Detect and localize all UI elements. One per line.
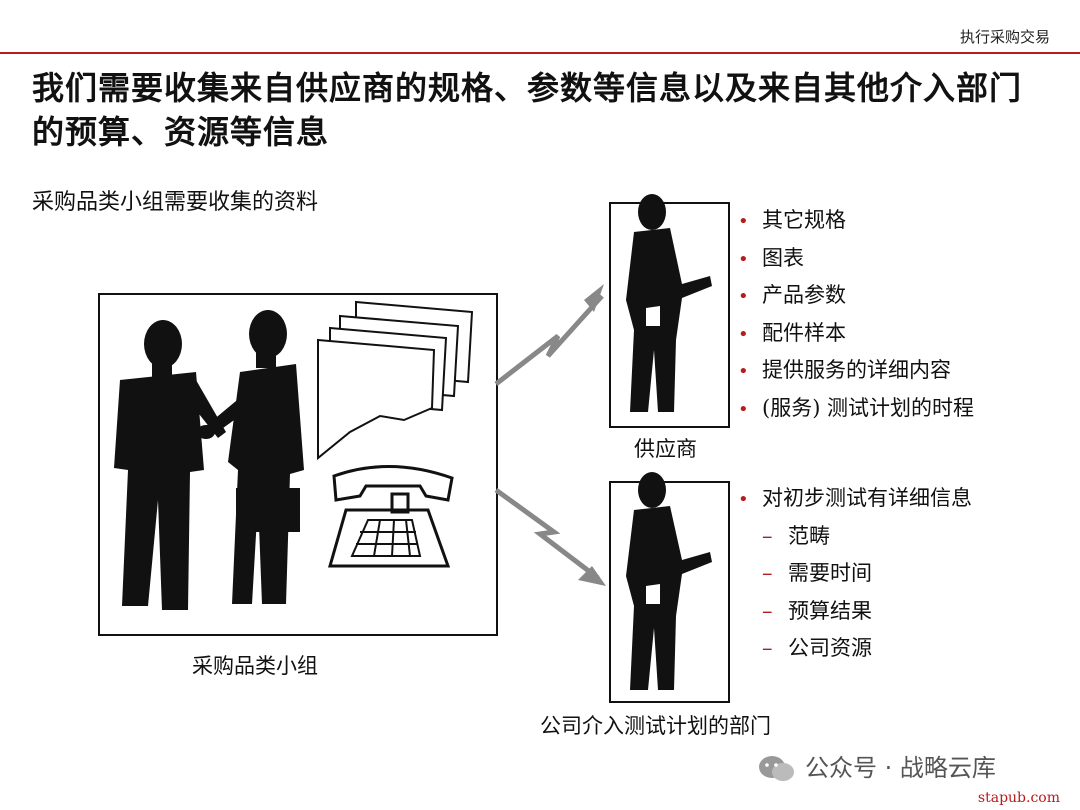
wechat-icon bbox=[759, 756, 794, 781]
list-sub-item: –需要时间 bbox=[762, 561, 872, 585]
list-sub-item: –预算结果 bbox=[762, 598, 872, 623]
list-item: •对初步测试有详细信息 bbox=[738, 486, 972, 510]
list-item: •配件样本 bbox=[738, 320, 846, 345]
group-caption: 采购品类小组 bbox=[192, 654, 318, 678]
list-sub-item: –公司资源 bbox=[762, 636, 872, 660]
page-title: 我们需要收集来自供应商的规格、参数等信息以及来自其他介入部门的预算、资源等信息 bbox=[32, 69, 1023, 151]
watermark: 公众号 · 战略云库 bbox=[757, 748, 996, 784]
department-caption: 公司介入测试计划的部门 bbox=[540, 714, 771, 738]
document-stack-icon bbox=[317, 300, 474, 461]
businessman-silhouette-icon bbox=[626, 472, 712, 690]
telephone-icon bbox=[328, 465, 454, 568]
watermark-text: 公众号 · 战略云库 bbox=[805, 754, 996, 782]
list-item: •产品参数 bbox=[738, 283, 846, 307]
footer-site: stapub.com bbox=[977, 790, 1060, 806]
lightning-arrow-icon bbox=[494, 284, 604, 386]
lightning-arrow-icon bbox=[494, 487, 606, 586]
list-item: •其它规格 bbox=[738, 208, 846, 232]
section-label: 执行采购交易 bbox=[959, 28, 1050, 46]
page-subtitle: 采购品类小组需要收集的资料 bbox=[32, 190, 319, 215]
businessman-silhouette-icon bbox=[626, 194, 712, 412]
supplier-info-list: •其它规格 •图表 •产品参数 •配件样本 •提供服务的详细内容 •(服务) 测… bbox=[738, 202, 974, 427]
businessman-silhouette-icon bbox=[114, 320, 226, 610]
briefcase-icon bbox=[236, 476, 300, 532]
businessman-silhouette-icon bbox=[197, 310, 304, 604]
department-info-list: •对初步测试有详细信息 –范畴 –需要时间 –预算结果 –公司资源 bbox=[738, 480, 972, 668]
list-item: •图表 bbox=[738, 245, 804, 270]
header-rule bbox=[0, 52, 1080, 54]
supplier-caption: 供应商 bbox=[634, 437, 697, 461]
list-sub-item: –范畴 bbox=[762, 523, 830, 548]
list-item: •提供服务的详细内容 bbox=[738, 358, 951, 382]
list-item: •(服务) 测试计划的时程 bbox=[738, 395, 975, 420]
